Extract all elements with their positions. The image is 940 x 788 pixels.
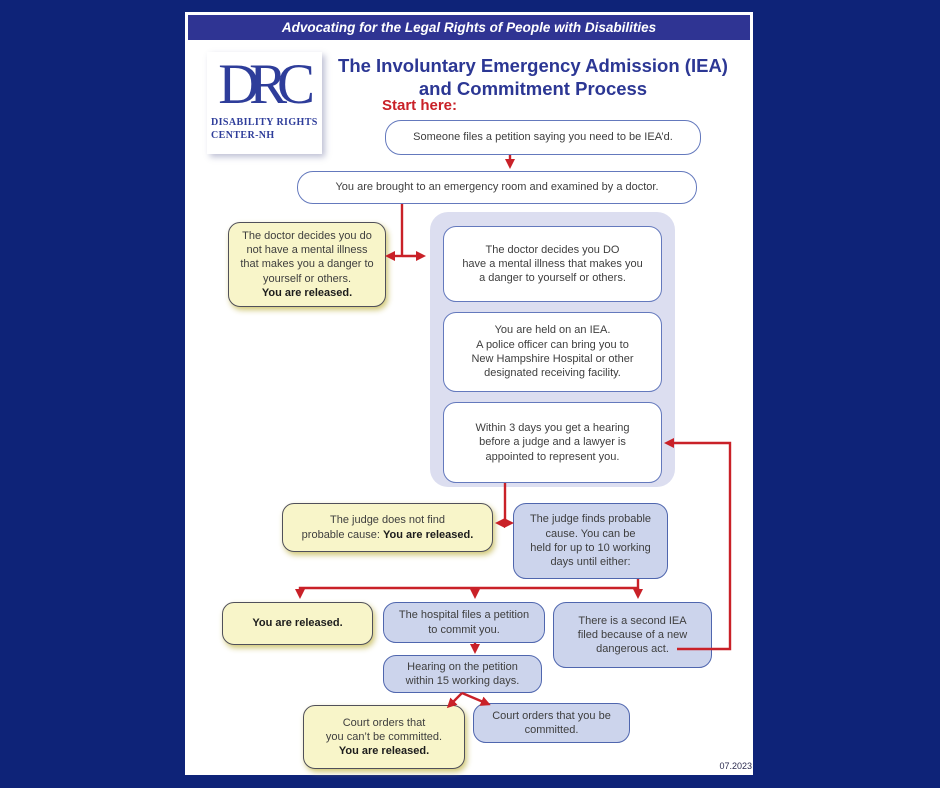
node-held-iea-text: You are held on an IEA. A police officer… xyxy=(471,324,634,380)
node-court-yes-text: Court orders that you be committed. xyxy=(492,709,611,736)
banner-text: Advocating for the Legal Rights of Peopl… xyxy=(281,20,657,35)
node-petition: Someone files a petition saying you need… xyxy=(385,120,701,155)
logo-line-2: CENTER-NH xyxy=(211,130,275,141)
page-title: The Involuntary Emergency Admission (IEA… xyxy=(313,54,753,100)
node-court-no-text: Court orders that you can’t be committed… xyxy=(325,716,443,758)
node-doctor-no-text: The doctor decides you do not have a men… xyxy=(240,229,374,299)
node-hospital-petition-text: The hospital files a petition to commit … xyxy=(398,609,530,636)
start-here-label: Start here: xyxy=(382,97,458,114)
node-judge-no: The judge does not find probable cause: … xyxy=(282,503,493,552)
node-released-text: You are released. xyxy=(252,617,343,630)
node-hearing-3days: Within 3 days you get a hearing before a… xyxy=(443,402,662,483)
node-emergency-room: You are brought to an emergency room and… xyxy=(297,171,697,204)
node-released: You are released. xyxy=(222,602,373,645)
node-hearing-15days: Hearing on the petition within 15 workin… xyxy=(383,655,542,693)
flyer-page: Advocating for the Legal Rights of Peopl… xyxy=(185,12,753,775)
node-court-no: Court orders that you can’t be committed… xyxy=(303,705,465,769)
node-judge-yes: The judge finds probable cause. You can … xyxy=(513,503,668,579)
arrow-to-released xyxy=(294,579,640,600)
page-title-line2: and Commitment Process xyxy=(418,78,648,100)
node-held-iea: You are held on an IEA. A police officer… xyxy=(443,312,662,392)
drc-monogram: DRC xyxy=(218,53,315,116)
node-doctor-no: The doctor decides you do not have a men… xyxy=(228,222,386,307)
node-hearing-15days-text: Hearing on the petition within 15 workin… xyxy=(405,660,520,687)
page-title-line1: The Involuntary Emergency Admission (IEA… xyxy=(338,55,728,76)
node-doctor-yes-text: The doctor decides you DO have a mental … xyxy=(462,243,643,285)
node-court-yes: Court orders that you be committed. xyxy=(473,703,630,743)
logo-line-1: DISABILITY RIGHTS xyxy=(211,117,318,128)
node-emergency-room-text: You are brought to an emergency room and… xyxy=(335,181,659,194)
node-doctor-yes: The doctor decides you DO have a mental … xyxy=(443,226,662,302)
node-hearing-3days-text: Within 3 days you get a hearing before a… xyxy=(475,422,630,463)
drc-logo: DRC DISABILITY RIGHTS CENTER-NH xyxy=(207,52,322,154)
node-hospital-petition: The hospital files a petition to commit … xyxy=(383,602,545,643)
node-second-iea-text: There is a second IEA filed because of a… xyxy=(577,614,688,656)
banner-bar: Advocating for the Legal Rights of Peopl… xyxy=(188,15,750,40)
node-judge-no-text: The judge does not find probable cause: … xyxy=(301,514,474,541)
node-second-iea: There is a second IEA filed because of a… xyxy=(553,602,712,668)
footer-date: 07.2023 xyxy=(719,761,752,771)
node-judge-yes-text: The judge finds probable cause. You can … xyxy=(529,513,652,569)
node-petition-text: Someone files a petition saying you need… xyxy=(413,131,673,144)
